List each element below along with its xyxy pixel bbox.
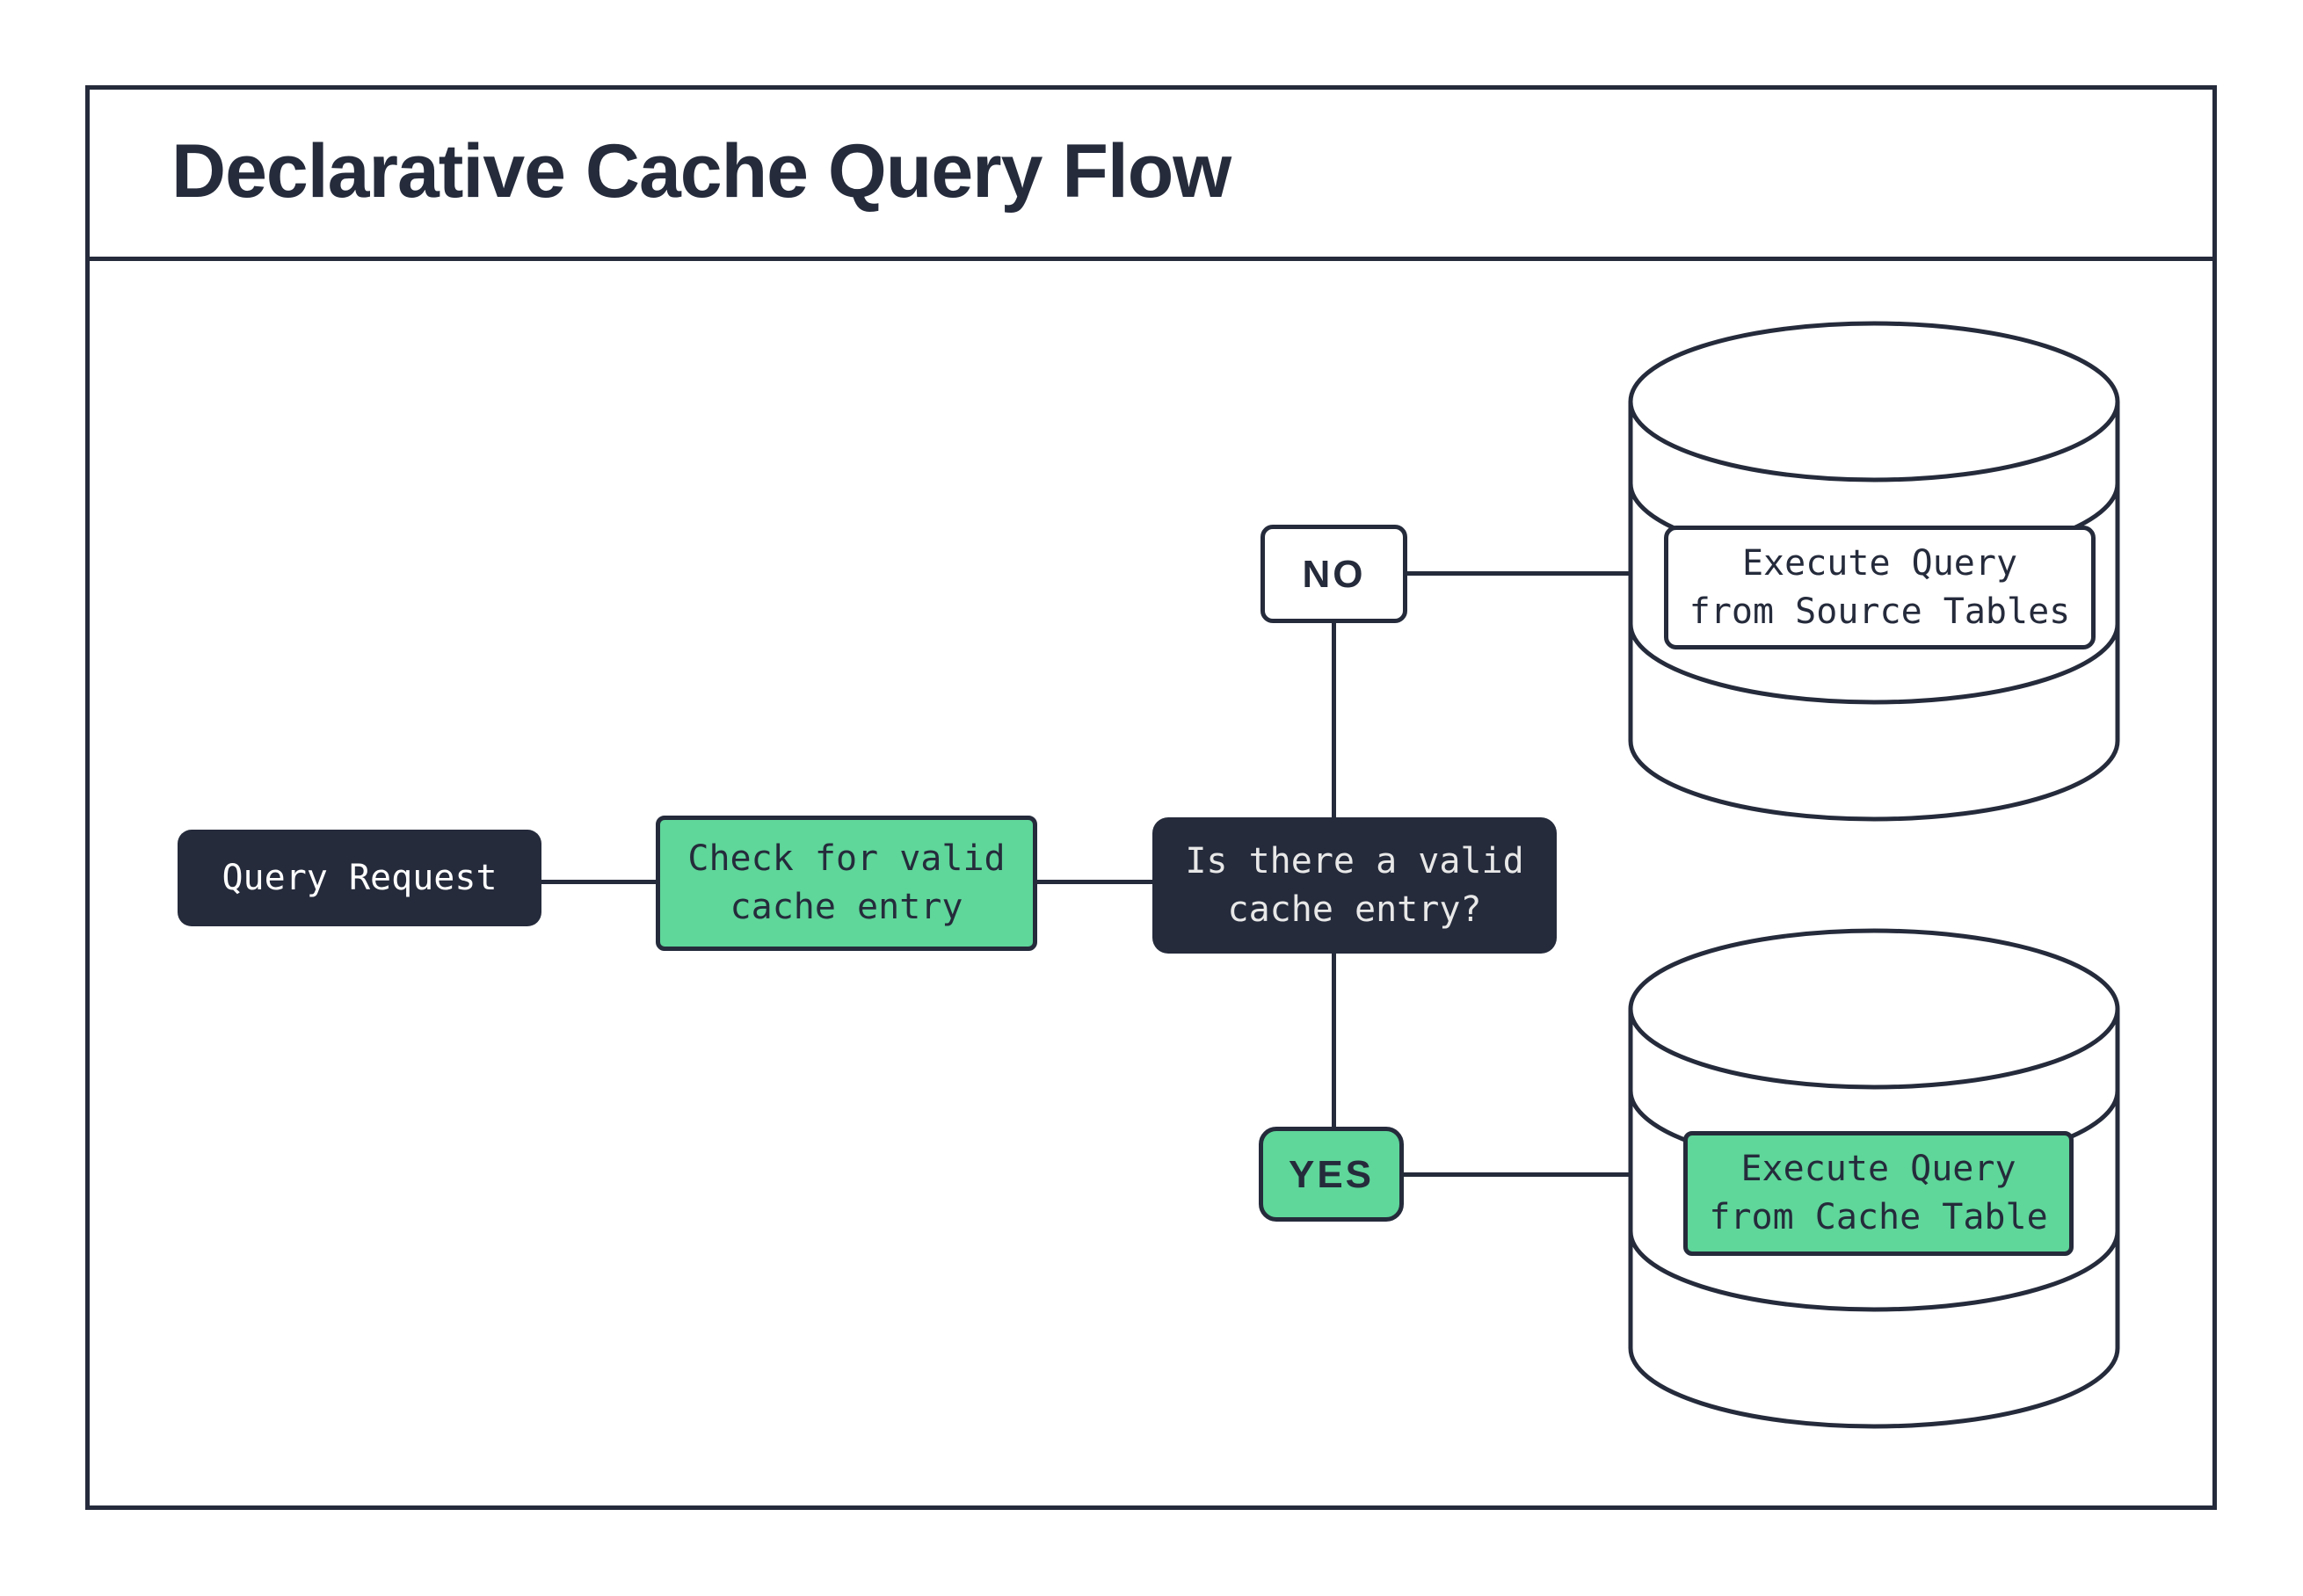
yes-branch-node: YES [1259,1127,1404,1222]
no-branch-node: NO [1260,525,1407,623]
query-request-node: Query Request [178,830,541,926]
check-cache-label-line1: Check for valid [687,838,1006,879]
decision-label-line2: cache entry? [1227,889,1482,930]
valid-cache-decision-node: Is there a valid cache entry? [1152,817,1557,954]
execute-cache-query-node: Execute Query from Cache Table [1683,1131,2074,1256]
execute-source-line1: Execute Query [1741,542,2018,584]
decision-label-line1: Is there a valid [1185,840,1524,881]
yes-branch-label: YES [1288,1152,1375,1196]
connector-query-to-check [541,880,656,884]
connector-check-to-decision [1037,880,1152,884]
execute-cache-line2: from Cache Table [1709,1197,2048,1237]
page-title: Declarative Cache Query Flow [171,129,1231,214]
execute-source-query-node: Execute Query from Source Tables [1664,526,2096,649]
connector-yes-to-cache-db [1401,1172,1631,1177]
diagram-frame [85,85,2217,1510]
query-request-label: Query Request [222,857,498,898]
no-branch-label: NO [1302,552,1366,596]
check-cache-label-line2: cache entry [730,887,963,927]
connector-no-to-source-db [1405,571,1631,576]
execute-cache-line1: Execute Query [1740,1149,2016,1189]
header-divider [85,257,2217,261]
check-cache-node: Check for valid cache entry [656,816,1037,951]
execute-source-line2: from Source Tables [1689,591,2071,632]
